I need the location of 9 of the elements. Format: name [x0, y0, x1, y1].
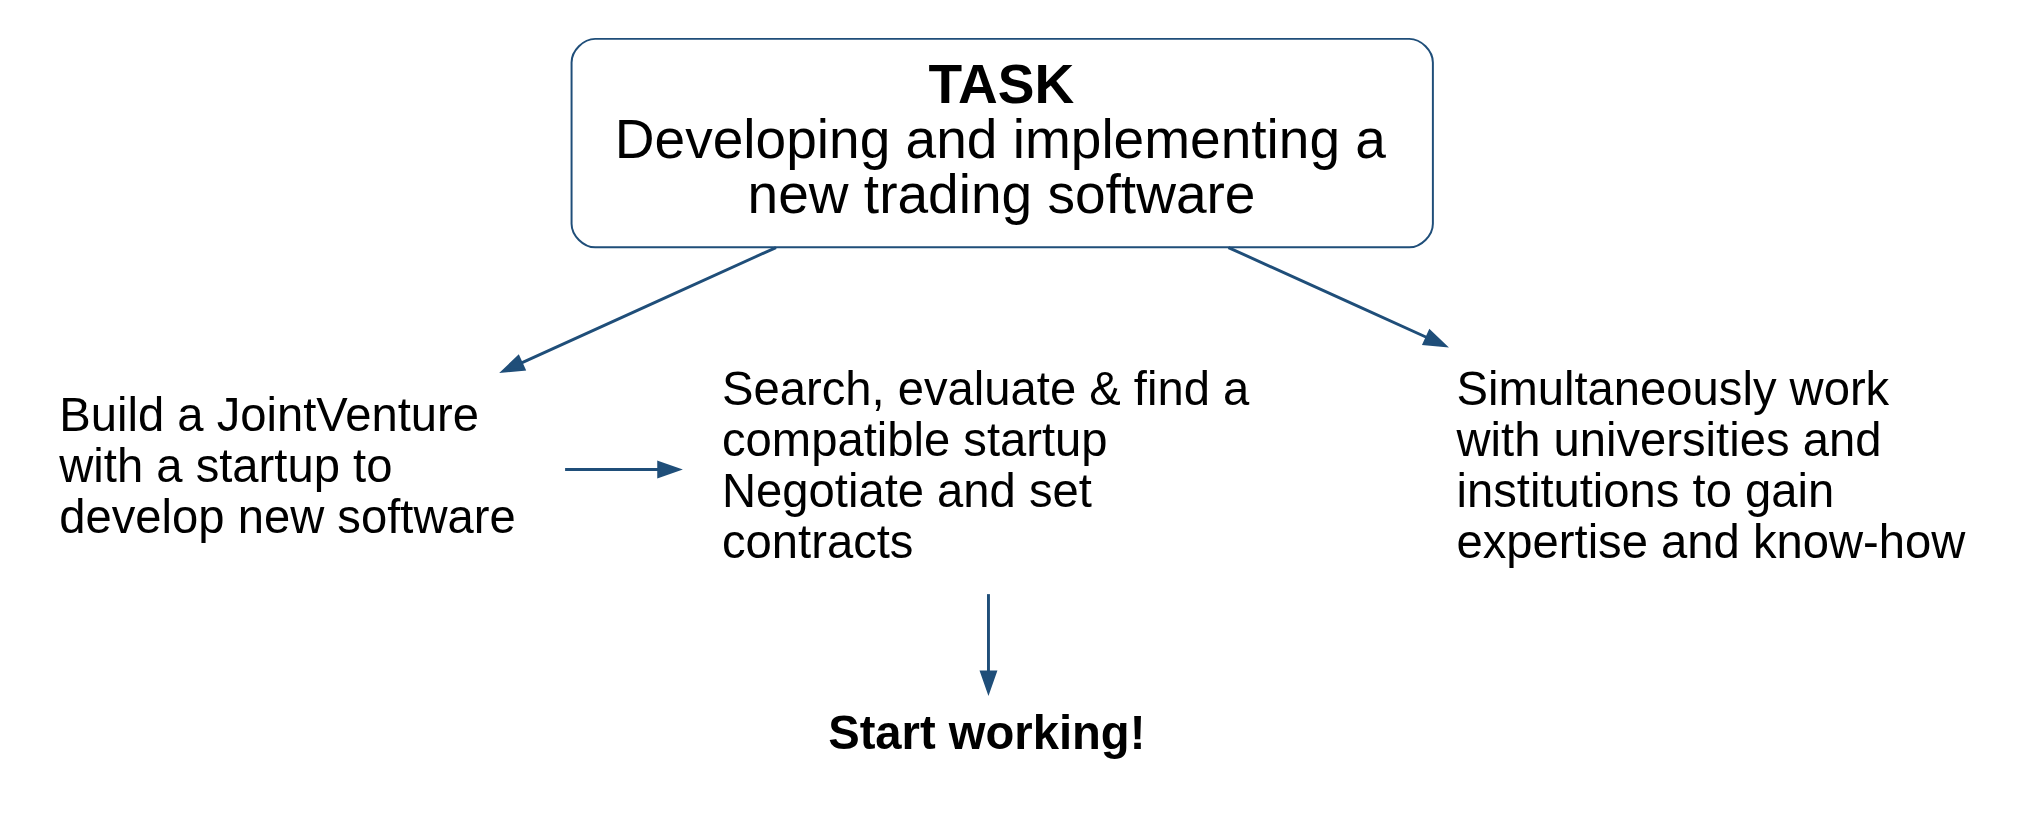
node-text: Search, evaluate & find a compatible startup Negotiate and set contracts — [722, 361, 1250, 568]
arrow — [979, 593, 998, 696]
node-text: Build a JointVenture with a startup to develop new software — [59, 387, 516, 543]
node-text: Start working! — [828, 705, 1146, 759]
node-box: TASK Developing and implementing a new trading software — [570, 37, 1434, 248]
arrow — [565, 460, 683, 478]
arrow — [499, 245, 777, 373]
node-text: Simultaneously work with universities and institutions to gain expertise and know-how — [1456, 361, 1966, 568]
arrow — [1227, 245, 1449, 347]
